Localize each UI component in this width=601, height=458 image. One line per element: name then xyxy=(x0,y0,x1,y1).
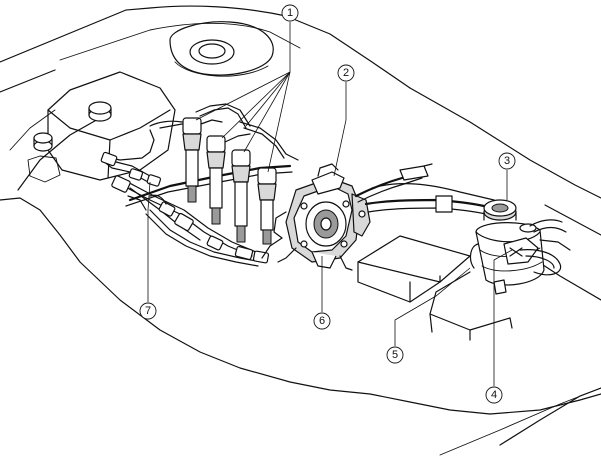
callout-6: 6 xyxy=(313,312,331,330)
injector-b xyxy=(206,133,251,225)
fuel-return-pipes xyxy=(100,151,270,267)
fuel-filter-assembly xyxy=(429,199,571,341)
callout-1-label: 1 xyxy=(287,7,293,19)
callout-7-label: 7 xyxy=(145,305,151,317)
leader-lines xyxy=(147,22,513,386)
fuel-hoses xyxy=(354,163,495,217)
supply-pump xyxy=(261,163,371,271)
callout-5-label: 5 xyxy=(392,349,398,361)
battery-box xyxy=(357,235,471,303)
callout-2-label: 2 xyxy=(343,67,349,79)
engine-bay-outline xyxy=(0,5,601,456)
reservoir-cap-left xyxy=(27,132,61,183)
callout-3-label: 3 xyxy=(504,155,510,167)
callout-3: 3 xyxy=(498,152,516,170)
injector-c xyxy=(231,149,251,243)
injector-d xyxy=(257,167,277,245)
callout-7: 7 xyxy=(139,302,157,320)
injector-a xyxy=(182,117,223,203)
callout-2: 2 xyxy=(337,64,355,82)
callout-4: 4 xyxy=(485,386,503,404)
callout-5: 5 xyxy=(386,346,404,364)
callout-4-label: 4 xyxy=(491,389,497,401)
fuel-injectors xyxy=(109,103,299,245)
strut-mount xyxy=(169,21,274,77)
callout-6-label: 6 xyxy=(319,315,325,327)
callout-1: 1 xyxy=(281,4,299,22)
